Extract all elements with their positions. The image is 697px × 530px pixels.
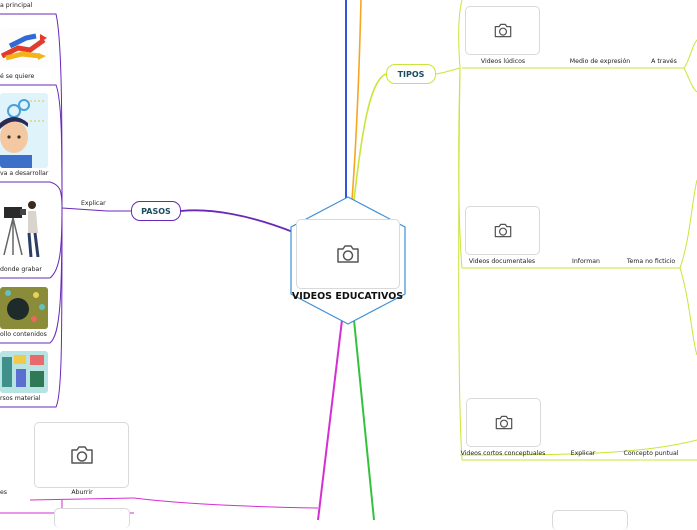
central-image-placeholder (296, 219, 400, 289)
tipo-mid-label: Informan (572, 258, 600, 265)
content-collage-illustration (0, 287, 48, 329)
tipo-name-label: Videos documentales (468, 258, 536, 265)
partial-image-placeholder (552, 510, 628, 530)
arrows-illustration (0, 28, 48, 68)
branch-line-green (353, 319, 375, 520)
tipo-image-placeholder (466, 398, 541, 447)
partial-image-placeholder (54, 508, 130, 528)
camera-icon (494, 23, 511, 38)
pasos-branch-line (180, 209, 294, 233)
resources-illustration (0, 351, 48, 393)
tipo-image-placeholder (465, 6, 540, 55)
pasos-node[interactable]: PASOS (131, 201, 181, 221)
tipo-end-label: A través (651, 58, 677, 65)
pasos-item-label: rsos material (0, 395, 41, 402)
tipos-node[interactable]: TIPOS (386, 64, 436, 84)
aburrir-image-placeholder (34, 422, 129, 488)
camera-icon (337, 245, 359, 263)
tipos-branch-line (353, 73, 387, 201)
pasos-item-label: ollo contenidos (0, 331, 47, 338)
aburrir-label: Aburrir (71, 489, 93, 496)
camera-icon (70, 446, 93, 464)
pasos-item-label: a principal (0, 2, 33, 9)
bottom-left-label: es (0, 489, 8, 496)
camera-icon (494, 223, 511, 238)
pasos-connector-line (61, 207, 131, 212)
tipo-name-label: Videos cortos conceptuales (460, 450, 546, 457)
pasos-connector-label: Explicar (81, 200, 106, 207)
branch-line-magenta (317, 319, 343, 520)
branch-line-orange (351, 0, 362, 201)
tipo-name-label: Videos lúdicos (480, 58, 526, 65)
camera-operator-illustration (0, 193, 48, 263)
central-title[interactable]: VIDEOS EDUCATIVOS (291, 291, 404, 302)
camera-icon (495, 415, 512, 430)
tipo-image-placeholder (465, 206, 540, 255)
tipo-end-label: Tema no ficticio (626, 258, 676, 265)
pasos-item-label: donde grabar (0, 266, 42, 273)
thinking-boy-illustration (0, 93, 48, 168)
pasos-item-label: é se quiere (0, 73, 35, 80)
pasos-item-label: va a desarrollar (0, 170, 49, 177)
tipo-mid-label: Explicar (570, 450, 596, 457)
tipo-end-label: Concepto puntual (623, 450, 679, 457)
tipo-mid-label: Medio de expresión (569, 58, 631, 65)
